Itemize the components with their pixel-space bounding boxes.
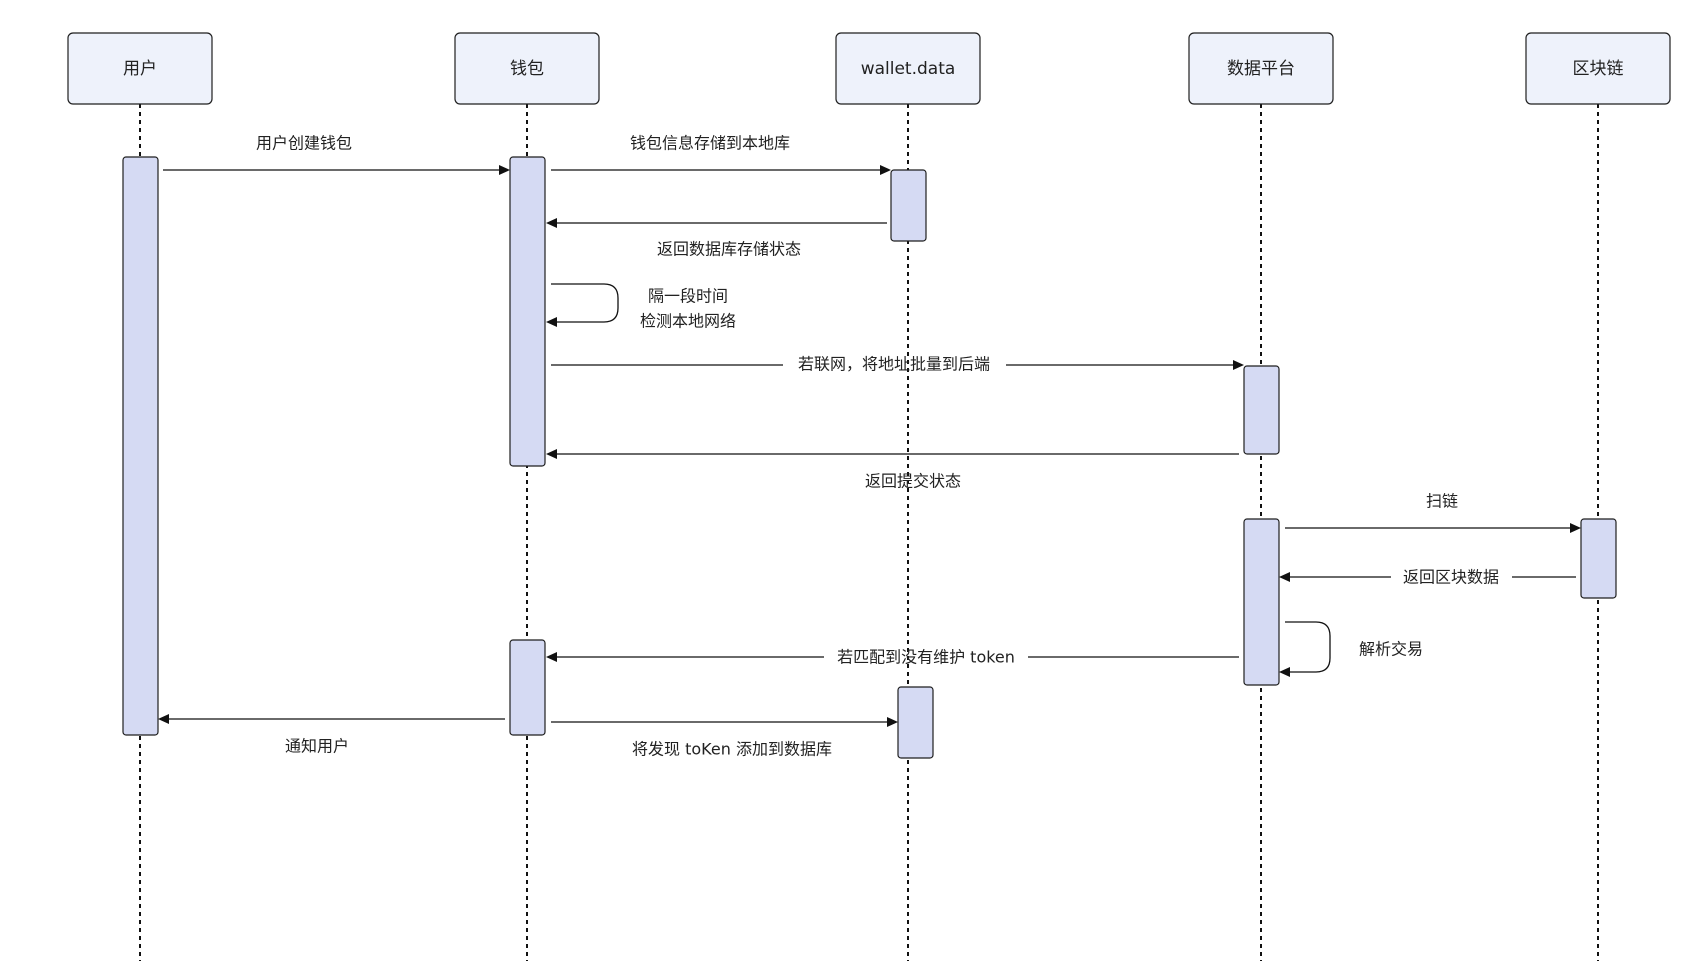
message-create-wallet: 用户创建钱包 bbox=[163, 134, 510, 175]
message-notify-user-label: 通知用户 bbox=[285, 737, 349, 756]
message-unmaintained-token-label: 若匹配到没有维护 token bbox=[837, 648, 1015, 667]
activations bbox=[122, 156, 1617, 759]
activation-wallet-1 bbox=[509, 156, 546, 467]
message-create-wallet-label: 用户创建钱包 bbox=[256, 134, 352, 153]
activation-wallet-2 bbox=[509, 639, 546, 736]
message-parse-tx-label: 解析交易 bbox=[1359, 640, 1423, 659]
message-return-store-status-label: 返回数据库存储状态 bbox=[657, 240, 801, 259]
message-return-block-data: 返回区块数据 bbox=[1279, 568, 1576, 587]
participant-platform: 数据平台 bbox=[1188, 32, 1334, 105]
message-batch-address: 若联网，将地址批量到后端 bbox=[551, 355, 1244, 374]
messages: 用户创建钱包 钱包信息存储到本地库 返回数据库存储状态 隔一段时间 检测本地网络… bbox=[158, 134, 1581, 759]
message-store-local: 钱包信息存储到本地库 bbox=[551, 134, 891, 175]
activation-platform-1 bbox=[1243, 365, 1280, 455]
message-check-network-label-line2: 检测本地网络 bbox=[640, 312, 736, 331]
message-check-network-label-line1: 隔一段时间 bbox=[648, 287, 728, 306]
message-parse-tx: 解析交易 bbox=[1279, 621, 1423, 677]
message-store-local-label: 钱包信息存储到本地库 bbox=[630, 134, 790, 153]
message-scan-chain-label: 扫链 bbox=[1426, 492, 1458, 511]
message-batch-address-label: 若联网，将地址批量到后端 bbox=[798, 355, 990, 374]
message-add-token: 将发现 toKen 添加到数据库 bbox=[551, 717, 898, 759]
lifelines bbox=[139, 104, 1599, 961]
activation-walletdata-1 bbox=[890, 169, 927, 242]
message-return-submit-status: 返回提交状态 bbox=[546, 449, 1239, 491]
participant-wallet: 钱包 bbox=[454, 32, 600, 105]
participant-chain-label: 区块链 bbox=[1573, 59, 1624, 79]
activation-user bbox=[122, 156, 159, 736]
message-scan-chain: 扫链 bbox=[1285, 492, 1581, 533]
participant-walletdata: wallet.data bbox=[835, 32, 981, 105]
message-check-network: 隔一段时间 检测本地网络 bbox=[546, 283, 736, 331]
message-return-block-data-label: 返回区块数据 bbox=[1403, 568, 1499, 587]
message-return-store-status: 返回数据库存储状态 bbox=[546, 218, 887, 259]
participant-walletdata-label: wallet.data bbox=[861, 59, 956, 79]
participants: 用户 钱包 wallet.data 数据平台 区块链 bbox=[67, 32, 1671, 105]
participant-user-label: 用户 bbox=[123, 59, 157, 79]
activation-walletdata-2 bbox=[897, 686, 934, 759]
activation-platform-2 bbox=[1243, 518, 1280, 686]
participant-wallet-label: 钱包 bbox=[510, 59, 544, 79]
message-return-submit-status-label: 返回提交状态 bbox=[865, 472, 961, 491]
participant-platform-label: 数据平台 bbox=[1227, 59, 1295, 79]
participant-chain: 区块链 bbox=[1525, 32, 1671, 105]
participant-user: 用户 bbox=[67, 32, 213, 105]
activation-chain bbox=[1580, 518, 1617, 599]
message-unmaintained-token: 若匹配到没有维护 token bbox=[546, 648, 1239, 667]
message-add-token-label: 将发现 toKen 添加到数据库 bbox=[632, 740, 832, 759]
message-notify-user: 通知用户 bbox=[158, 714, 505, 756]
